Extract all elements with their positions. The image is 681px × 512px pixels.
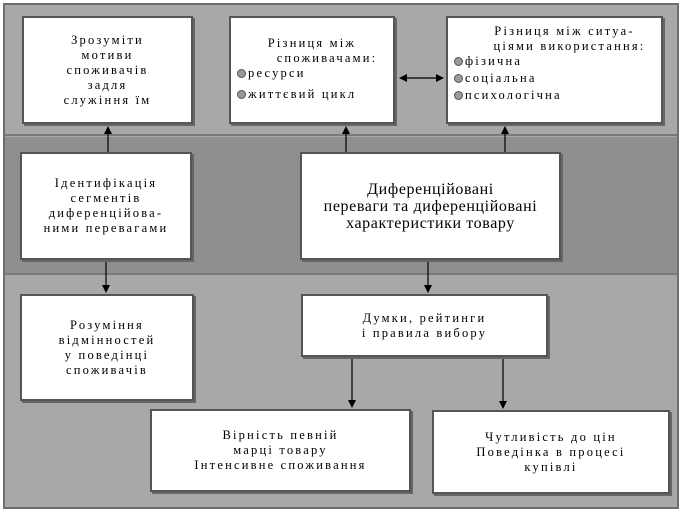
bullet-item: соціальна — [454, 71, 562, 86]
bullet-label: ресурси — [248, 66, 306, 80]
box-text-line: диференційова- — [48, 206, 164, 220]
box-text-line: Думки, рейтинги — [362, 310, 487, 325]
situation-difference-box: Різниця між ситуа- ціями використання: ф… — [446, 16, 663, 124]
box-text-line: споживачів — [66, 362, 148, 377]
bullet-item: психологічна — [454, 88, 562, 103]
box-text-line: у поведінці — [64, 347, 150, 362]
box-text-line: сегментів — [70, 191, 142, 205]
bullet-icon — [237, 90, 246, 99]
consumer-difference-box: Різниця між споживачами: ресурси життєви… — [229, 16, 395, 124]
box-text-line: відмінностей — [58, 332, 156, 347]
box-text-line: переваги та диференційовані — [323, 197, 538, 215]
box-text-line: Ідентифікація — [54, 176, 158, 190]
box-text-line: Чутливість до цін — [485, 429, 617, 444]
price-sensitivity-box: Чутливість до цін Поведінка в процесі ку… — [432, 410, 670, 494]
brand-loyalty-box: Вірність певній марці товару Інтенсивне … — [150, 409, 411, 492]
segment-identification-box: Ідентифікація сегментів диференційова- н… — [20, 152, 192, 260]
box-text-line: задля — [87, 77, 128, 92]
box-title-line: Різниця між ситуа- — [494, 24, 635, 38]
box-text-line: купівлі — [524, 459, 578, 474]
bullet-label: фізична — [465, 54, 523, 68]
box-text-line: марці товару — [233, 443, 328, 457]
box-text-line: Поведінка в процесі — [476, 444, 626, 459]
bullet-item: ресурси — [237, 66, 356, 81]
box-title-line: споживачами: — [276, 51, 378, 65]
bullet-list: фізична соціальна психологічна — [448, 54, 562, 103]
bullet-icon — [237, 69, 246, 78]
box-text-line: служіння їм — [63, 92, 152, 107]
box-text-line: характеристики товару — [346, 214, 515, 232]
behavior-understanding-box: Розуміння відмінностей у поведінці спожи… — [20, 294, 194, 401]
bullet-label: життєвий цикл — [248, 87, 357, 101]
box-title-line: ціями використання: — [493, 39, 646, 53]
bullet-icon — [454, 91, 463, 100]
box-text-line: мотиви — [81, 47, 134, 62]
box-text-line: ними перевагами — [43, 221, 169, 235]
bullet-item: життєвий цикл — [237, 87, 356, 102]
opinions-ratings-box: Думки, рейтинги і правила вибору — [301, 294, 548, 357]
box-text-line: Вірність певній — [222, 428, 339, 442]
bullet-icon — [454, 57, 463, 66]
bullet-label: соціальна — [465, 71, 537, 85]
box-text-line: Диференційовані — [367, 180, 494, 198]
bullet-label: психологічна — [465, 88, 562, 102]
box-text-line: Розуміння — [70, 317, 144, 332]
box-text-line: споживачів — [66, 62, 149, 77]
box-text-line: Інтенсивне споживання — [194, 458, 367, 472]
bullet-item: фізична — [454, 54, 562, 69]
box-text-line: і правила вибору — [361, 325, 488, 340]
bullet-icon — [454, 74, 463, 83]
box-title-line: Різниця між — [267, 36, 357, 50]
understand-motives-box: Зрозуміти мотиви споживачів задля служін… — [22, 16, 193, 124]
box-text-line: Зрозуміти — [71, 32, 144, 47]
differentiated-advantages-box: Диференційовані переваги та диференційов… — [300, 152, 561, 260]
bullet-list: ресурси життєвий цикл — [231, 66, 356, 102]
